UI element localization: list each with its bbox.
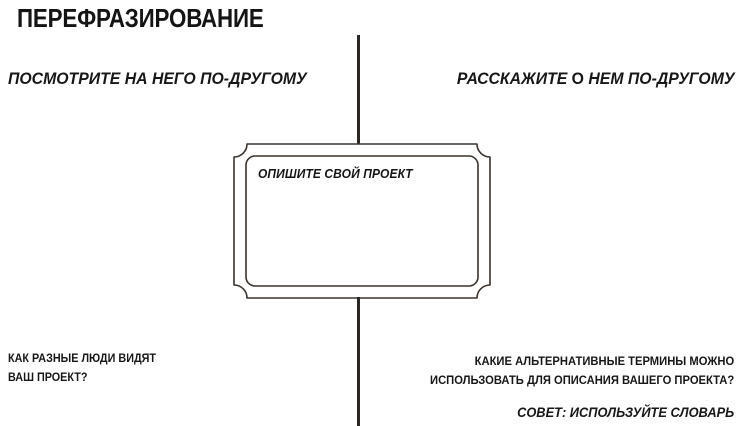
right-column-heading: РАССКАЖИТЕ О НЕМ ПО-ДРУГОМУ <box>457 68 735 89</box>
right-heading-part2: НЕМ ПО-ДРУГОМУ <box>584 69 735 88</box>
left-column-prompt: КАК РАЗНЫЕ ЛЮДИ ВИДЯТ ВАШ ПРОЕКТ? <box>8 350 156 388</box>
right-prompt-tip: СОВЕТ: ИСПОЛЬЗУЙТЕ СЛОВАРЬ <box>516 405 734 420</box>
vertical-divider-top <box>357 35 360 145</box>
right-prompt-line-1: КАКИЕ АЛЬТЕРНАТИВНЫЕ ТЕРМИНЫ МОЖНО <box>474 354 734 368</box>
right-prompt-line-2: ИСПОЛЬЗОВАТЬ ДЛЯ ОПИСАНИЯ ВАШЕГО ПРОЕКТА… <box>429 373 734 387</box>
left-prompt-line-2: ВАШ ПРОЕКТ? <box>8 372 88 384</box>
plaque-border-graphic <box>233 143 491 299</box>
right-column-prompt: КАКИЕ АЛЬТЕРНАТИВНЫЕ ТЕРМИНЫ МОЖНО ИСПОЛ… <box>430 352 734 422</box>
describe-project-label: ОПИШИТЕ СВОЙ ПРОЕКТ <box>258 167 413 181</box>
left-column-heading: ПОСМОТРИТЕ НА НЕГО ПО-ДРУГОМУ <box>8 69 307 88</box>
right-heading-emphasis: О <box>572 69 585 88</box>
describe-project-box[interactable]: ОПИШИТЕ СВОЙ ПРОЕКТ <box>231 141 493 301</box>
page-title: ПЕРЕФРАЗИРОВАНИЕ <box>17 3 264 33</box>
right-heading-part1: РАССКАЖИТЕ <box>457 69 573 88</box>
vertical-divider-bottom <box>357 297 360 426</box>
left-prompt-line-1: КАК РАЗНЫЕ ЛЮДИ ВИДЯТ <box>8 353 157 365</box>
